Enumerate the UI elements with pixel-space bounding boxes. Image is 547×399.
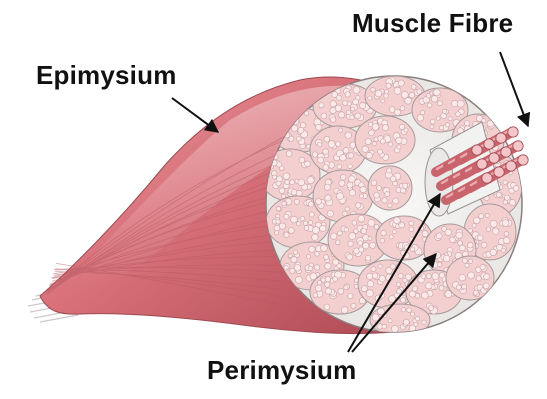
epimysium-arrow: [172, 98, 218, 132]
muscle-fibre-label: Muscle Fibre: [352, 8, 513, 39]
fascicle: [446, 256, 494, 300]
perimysium-label: Perimysium: [207, 355, 356, 386]
epimysium-label: Epimysium: [36, 60, 177, 91]
fascicle: [355, 116, 415, 164]
fascicle: [368, 166, 412, 210]
muscle-fibre-arrow: [500, 52, 528, 126]
